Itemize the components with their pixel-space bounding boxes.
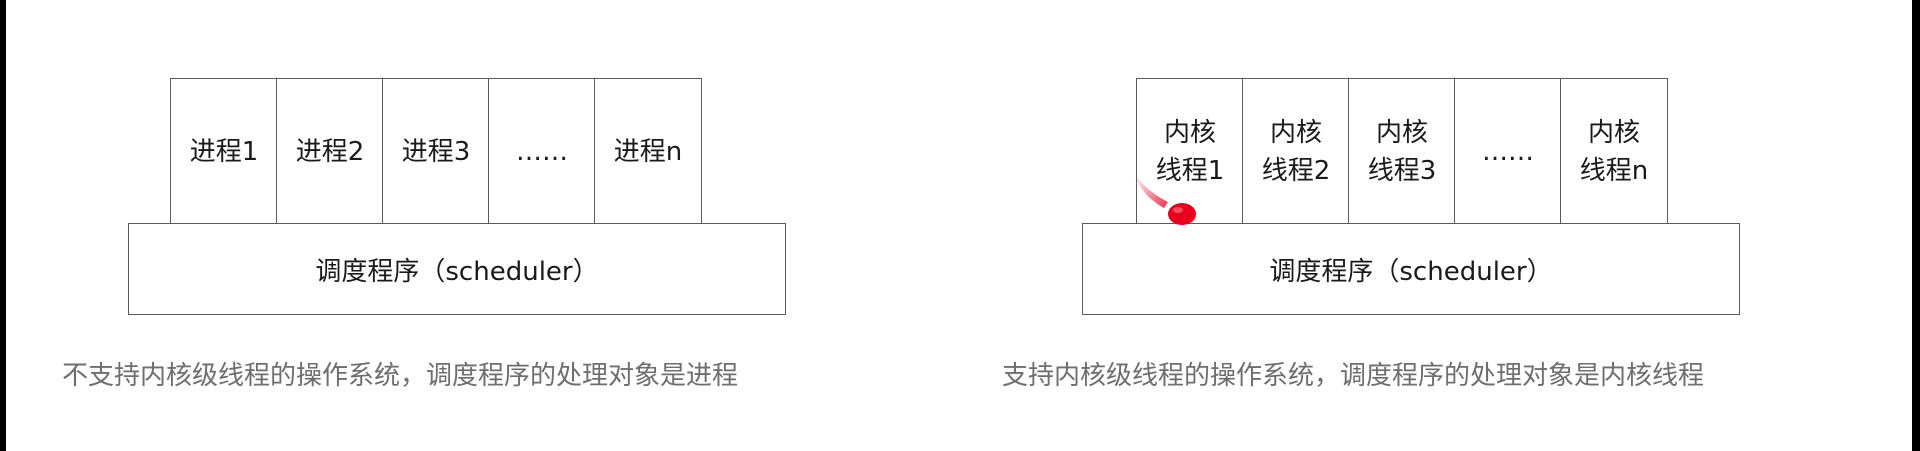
right-scheduler-label: 调度程序（scheduler） [1269, 256, 1553, 287]
left-process-cell-ellipsis: …… [488, 78, 596, 225]
right-thread-cell-1: 内核 线程1 [1136, 78, 1244, 225]
left-scheduler-box: 调度程序（scheduler） [128, 223, 786, 315]
left-process-cell-2: 进程2 [276, 78, 384, 225]
right-thread-cell-ellipsis-label: …… [1482, 136, 1534, 167]
right-thread-cell-1-label: 内核 线程1 [1155, 117, 1225, 186]
right-thread-cell-n-label: 内核 线程n [1579, 117, 1649, 186]
left-caption-text: 不支持内核级线程的操作系统，调度程序的处理对象是进程 [62, 361, 739, 391]
left-process-cell-1: 进程1 [170, 78, 278, 225]
left-scheduler-label: 调度程序（scheduler） [315, 256, 599, 287]
right-scheduler-box: 调度程序（scheduler） [1082, 223, 1740, 315]
right-thread-cell-3-label: 内核 线程3 [1367, 117, 1437, 186]
left-caption: 不支持内核级线程的操作系统，调度程序的处理对象是进程 [62, 355, 738, 392]
left-process-cell-n-label: 进程n [613, 136, 683, 167]
left-process-cell-1-label: 进程1 [189, 136, 259, 167]
right-caption-text: 支持内核级线程的操作系统，调度程序的处理对象是内核线程 [1002, 361, 1705, 391]
slide-canvas: 进程1 进程2 进程3 …… 进程n 调度程序（scheduler） 不支持内核… [6, 0, 1912, 451]
right-thread-cell-ellipsis: …… [1454, 78, 1562, 225]
left-process-cell-n: 进程n [594, 78, 702, 225]
right-thread-cell-n: 内核 线程n [1560, 78, 1668, 225]
right-thread-cell-2-label: 内核 线程2 [1261, 117, 1331, 186]
right-thread-cell-3: 内核 线程3 [1348, 78, 1456, 225]
right-thread-cell-2: 内核 线程2 [1242, 78, 1350, 225]
right-caption: 支持内核级线程的操作系统，调度程序的处理对象是内核线程 [1002, 355, 1704, 392]
left-process-cell-3-label: 进程3 [401, 136, 471, 167]
left-process-cell-3: 进程3 [382, 78, 490, 225]
left-process-cell-2-label: 进程2 [295, 136, 365, 167]
left-process-cell-ellipsis-label: …… [516, 136, 568, 167]
